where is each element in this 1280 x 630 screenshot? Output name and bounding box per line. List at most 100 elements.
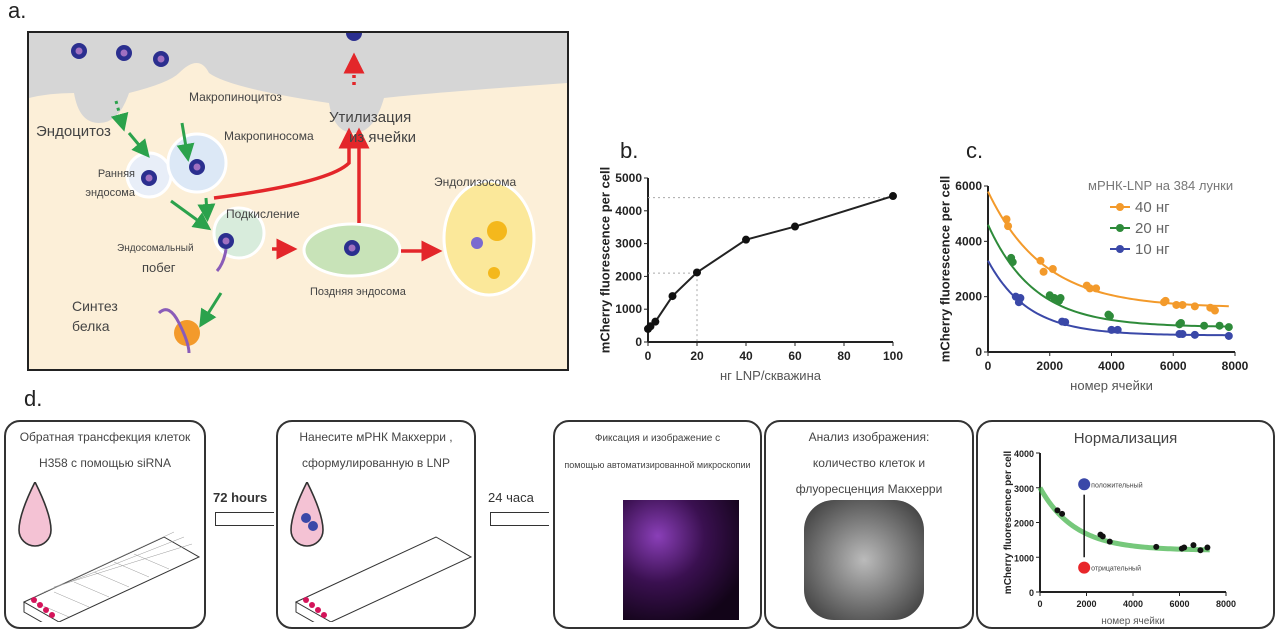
lnp-particle-icons — [71, 33, 362, 67]
data-point — [1190, 302, 1199, 311]
y-tick-label: 3000 — [1014, 484, 1034, 494]
data-point — [1190, 542, 1197, 549]
legend-marker — [1116, 203, 1124, 211]
data-point — [1085, 284, 1094, 293]
arrow-right-icon — [215, 512, 274, 526]
endocytosis-label: Эндоцитоз — [36, 123, 111, 140]
y-tick-label: 6000 — [955, 179, 982, 193]
endosomal-escape-label-2: побег — [142, 260, 176, 275]
data-point — [693, 268, 701, 277]
y-tick-label: 5000 — [615, 171, 642, 185]
normalization-title: Нормализация — [1073, 430, 1178, 447]
incubation-72h-label: 72 hours — [213, 490, 268, 505]
data-point — [651, 317, 660, 326]
x-tick-label: 8000 — [1222, 359, 1249, 373]
endolysosome-label: Эндолизосома — [434, 175, 517, 189]
x-tick-label: 2000 — [1076, 599, 1096, 609]
data-point — [1107, 325, 1116, 334]
y-tick-label: 1000 — [1014, 553, 1034, 563]
y-tick-label: 2000 — [1014, 519, 1034, 529]
step4-line3: флуоресценция Макхерри — [795, 482, 943, 496]
data-point — [1061, 318, 1070, 327]
legend-label: 40 нг — [1135, 199, 1170, 216]
x-tick-label: 0 — [645, 349, 652, 363]
step1-line2: H358 с помощью siRNA — [39, 456, 171, 470]
data-point — [1200, 321, 1209, 330]
endocytosis-diagram: Эндоцитоз Макропиноцитоз Макропиносома Р… — [27, 31, 569, 371]
data-point — [1014, 298, 1023, 307]
panel-c-label: c. — [966, 138, 984, 163]
step4-line1: Анализ изображения: — [808, 430, 930, 444]
incubation-24h-label: 24 часа — [488, 490, 534, 505]
fit-curve — [1037, 486, 1210, 553]
recycling-label-2: из ячейки — [349, 129, 417, 146]
macropinosome-label: Макропиносома — [224, 129, 314, 143]
x-tick-label: 0 — [1037, 599, 1042, 609]
protein-synthesis-label-2: белка — [72, 318, 110, 334]
data-point — [1039, 267, 1048, 276]
step3-line1: Фиксация и изображение с — [594, 433, 721, 444]
macropinocytosis-label: Макропиноцитоз — [189, 90, 282, 104]
x-tick-label: 20 — [690, 349, 704, 363]
x-tick-label: 4000 — [1123, 599, 1143, 609]
series-line — [647, 195, 894, 330]
early-endosome-label: Ранняя эндосома — [85, 165, 135, 203]
x-tick-label: 100 — [883, 349, 903, 363]
step3-line2: помощью автоматизированной микроскопии — [564, 460, 751, 470]
x-tick-label: 8000 — [1216, 599, 1236, 609]
early-endosome-text: Ранняя эндосома — [85, 168, 135, 199]
step2-line1: Нанесите мРНК Макхерри , — [299, 430, 453, 444]
data-point — [1048, 265, 1057, 273]
y-tick-label: 0 — [635, 335, 642, 349]
data-point — [742, 235, 750, 244]
x-tick-label: 40 — [739, 349, 753, 363]
y-tick-label: 0 — [1029, 588, 1034, 598]
data-point — [1106, 538, 1113, 545]
positive-control-label: положительный — [1091, 481, 1143, 489]
step-apply-mrna: Нанесите мРНК Макхерри , сформулированну… — [276, 420, 476, 629]
x-axis-label: нг LNP/скважина — [720, 368, 822, 383]
negative-control-point — [1078, 561, 1091, 574]
x-tick-label: 6000 — [1160, 359, 1187, 373]
pathway-illustration — [29, 33, 567, 354]
legend-marker — [1116, 224, 1124, 232]
data-point — [1113, 325, 1122, 334]
data-point — [1176, 318, 1185, 327]
data-point — [1210, 306, 1219, 315]
data-point — [1002, 215, 1011, 224]
data-point — [1190, 330, 1199, 339]
acidification-label: Подкисление — [226, 207, 300, 221]
fit-curve — [987, 191, 1229, 308]
step2-line2: сформулированную в LNP — [302, 456, 450, 470]
legend-label: 20 нг — [1135, 220, 1170, 237]
data-point — [1036, 256, 1045, 265]
x-tick-label: 80 — [837, 349, 851, 363]
data-point — [791, 222, 799, 231]
negative-control-label: отрицательный — [1091, 565, 1141, 573]
panel-d-label: d. — [24, 386, 43, 411]
positive-control-point — [1078, 478, 1091, 491]
panel-a-label: a. — [8, 0, 27, 23]
x-axis-label: номер ячейки — [1101, 616, 1165, 627]
data-point — [1197, 547, 1204, 554]
x-tick-label: 0 — [985, 359, 992, 373]
y-tick-label: 4000 — [955, 234, 982, 248]
y-axis-label: mCherry fluorescence per cell — [598, 167, 613, 353]
recycling-label-1: Утилизация — [329, 109, 412, 126]
data-point — [1204, 544, 1211, 551]
y-axis-label: mCherry fluorescence per cell — [1003, 451, 1014, 595]
late-endosome-label: Поздняя эндосома — [310, 286, 406, 298]
step-fix-and-image: Фиксация и изображение с помощью автомат… — [553, 420, 762, 629]
legend-title: мРНК-LNP на 384 лунки — [1088, 178, 1233, 193]
step-image-analysis: Анализ изображения: количество клеток и … — [764, 420, 974, 629]
data-point — [1178, 300, 1187, 309]
y-tick-label: 4000 — [615, 204, 642, 218]
data-point — [1172, 300, 1181, 309]
y-tick-label: 2000 — [955, 290, 982, 304]
data-point — [1161, 296, 1170, 305]
step-reverse-transfection: Обратная трансфекция клеток H358 с помощ… — [4, 420, 206, 629]
data-point — [1178, 330, 1187, 339]
step-normalization: Нормализация — [976, 420, 1275, 629]
panel-b-label: b. — [620, 138, 639, 163]
segmentation-image — [804, 500, 924, 620]
